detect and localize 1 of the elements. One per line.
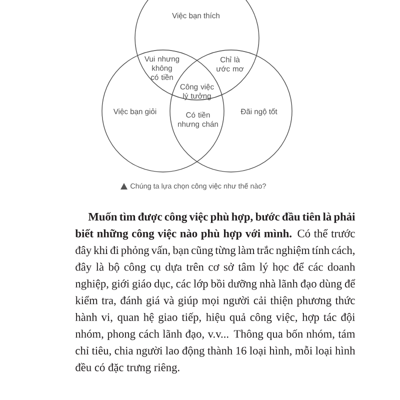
body-paragraph: Muốn tìm được công việc phù hợp, bước đầu tiên là phải biết những công việc nào phù hợp với mình. Có thể trước đây khi đi phỏng vấn, bạn cũng từng làm trắc nghiệm tính cách, đây là bộ công cụ dựa trên cơ sở tâm lý học để các doanh nghiệp, giới giáo dục, các lớp bồi dưỡng nhà lãnh đạo dùng để kiểm tra, đánh giá và giúp mọi người cải thiện phương thức hành vi, quan hệ giao tiếp, hiệu quả công việc, hợp tác đội nhóm, phong cách lãnh đạo, v.v... Thông qua bốn nhóm, tám chỉ tiêu, chia người lao động thành 16 loại hình, mỗi loại hình đều có đặc trưng riêng. [75, 212, 356, 374]
